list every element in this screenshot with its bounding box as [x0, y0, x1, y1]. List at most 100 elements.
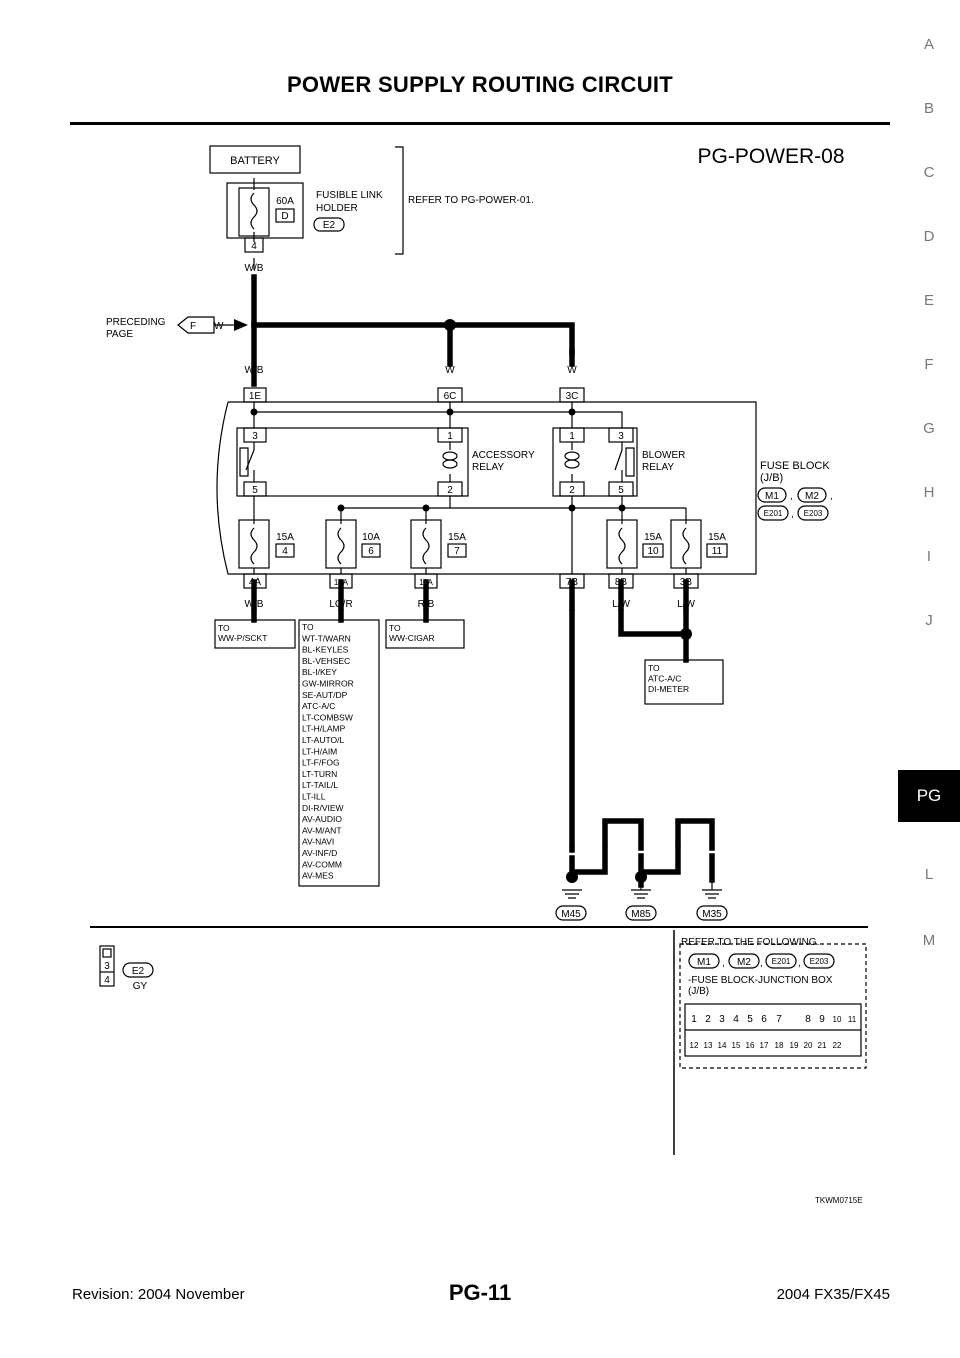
acc-pin-5-label: 5 — [252, 485, 258, 496]
fuse-4-num: 4 — [282, 546, 288, 557]
terminal-3b-label: 3B — [680, 577, 693, 588]
section-tab-d[interactable]: D — [923, 228, 935, 245]
section-tab-pg[interactable]: PG — [898, 770, 960, 822]
bus-dot-7 — [618, 504, 626, 512]
refer-bracket — [395, 146, 404, 255]
fusible-link-letter: D — [281, 211, 288, 222]
section-tab-j[interactable]: J — [925, 612, 933, 629]
wire-color-wb-top: W/B — [245, 263, 264, 274]
section-tab-m[interactable]: M — [922, 932, 936, 949]
jb-pin-top: 8 — [805, 1014, 811, 1025]
to-box-wt — [298, 619, 380, 887]
blw-contact — [571, 442, 635, 482]
fuse-11-amp: 15A — [708, 532, 726, 543]
to-box-line: AV-NAVI — [302, 837, 334, 847]
jb-pin-bottom: 21 — [818, 1041, 827, 1050]
ref-sep-1: , — [722, 958, 725, 969]
fuse-block-sep-1: , — [790, 491, 793, 502]
wire-color-4a: W/B — [245, 599, 264, 610]
fuse-num-10 — [642, 543, 664, 558]
fusible-link-label-1: FUSIBLE LINK — [316, 190, 383, 201]
jb-pin-top: 4 — [733, 1014, 739, 1025]
terminal-11a-label: 11A — [419, 578, 433, 587]
ref-m1-oval — [688, 953, 720, 969]
diagram-id: PG-POWER-08 — [697, 145, 844, 168]
ref-e201: E201 — [772, 957, 791, 966]
e2-connector-name: E2 — [132, 966, 145, 977]
junction-dot-lw — [680, 628, 692, 640]
wire-w-bus — [251, 322, 575, 355]
to-box-line: GW-MIRROR — [302, 679, 354, 689]
fuse-7 — [410, 519, 442, 569]
fuse-10-amp: 15A — [644, 532, 662, 543]
to-box-line: AV-MES — [302, 871, 334, 881]
section-tab-h[interactable]: H — [923, 484, 935, 501]
e2-connector-body — [99, 945, 115, 987]
to-box-line: AV-INF/D — [302, 848, 337, 858]
refer-following-title: REFER TO THE FOLLOWING. — [681, 937, 819, 948]
acc-pin-3 — [243, 427, 267, 443]
fusible-link-terminal: 4 — [251, 241, 257, 252]
e2-pin-4: 4 — [104, 975, 110, 986]
to-box-line: LT-ILL — [302, 792, 326, 802]
fuse-block-conn-e201: E201 — [764, 509, 783, 518]
to-box-line: BL-I/KEY — [302, 667, 337, 677]
to-box-line: TO — [302, 622, 314, 632]
terminal-1e — [243, 387, 267, 403]
to-box-line: TO — [389, 623, 401, 633]
fuse-4 — [238, 519, 270, 569]
acc-coil-1 — [442, 451, 458, 461]
terminal-12a — [329, 573, 353, 589]
fusible-link-holder — [226, 182, 304, 239]
fuse-block-outline — [216, 401, 757, 575]
section-tab-l[interactable]: L — [924, 866, 934, 883]
wire-lw-junction — [618, 609, 689, 663]
to-box-line: AV-M/ANT — [302, 825, 342, 835]
blower-relay-label-2: RELAY — [642, 462, 674, 473]
refer-following-line-2: (J/B) — [688, 986, 709, 997]
terminal-4-box — [244, 237, 264, 253]
preceding-marker-label: F — [190, 321, 196, 332]
doc-code: TKWM0715E — [815, 1196, 863, 1205]
terminal-8b — [608, 573, 634, 589]
to-box-line: SE-AUT/DP — [302, 690, 348, 700]
preceding-wire-label: W — [214, 321, 224, 332]
to-box-line: WW-P/SCKT — [218, 633, 267, 643]
blw-pin-2-label: 2 — [569, 485, 575, 496]
jb-pin-bottom: 22 — [833, 1041, 842, 1050]
fusible-link-connector: E2 — [323, 220, 336, 231]
fuse-7-num: 7 — [454, 546, 460, 557]
fuse-6 — [325, 519, 357, 569]
terminal-4a-label: 4A — [249, 577, 262, 588]
jb-pin-top: 9 — [819, 1014, 825, 1025]
blw-pin-3 — [608, 427, 634, 443]
section-tab-e[interactable]: E — [923, 292, 934, 309]
terminal-7b-label: 7B — [566, 577, 579, 588]
wire-color-11a: R/B — [418, 599, 435, 610]
bus-dot-1 — [250, 408, 258, 416]
section-tab-c[interactable]: C — [923, 164, 935, 181]
jb-pin-bottom: 20 — [804, 1041, 813, 1050]
blw-coil-1 — [564, 451, 580, 461]
acc-pin-1-label: 1 — [447, 431, 453, 442]
section-tab-b[interactable]: B — [923, 100, 934, 117]
section-tab-g[interactable]: G — [923, 420, 935, 437]
section-tab-a[interactable]: A — [923, 36, 934, 53]
blw-pin-5 — [608, 481, 634, 497]
blw-pin-5-label: 5 — [618, 485, 624, 496]
to-box-line: TO — [648, 663, 660, 673]
section-tab-i[interactable]: I — [926, 548, 932, 565]
preceding-line-1: PRECEDING — [106, 317, 166, 328]
bus-dot-6 — [568, 504, 576, 512]
wire-color-12a: LG/R — [329, 599, 352, 610]
to-box-line: BL-VEHSEC — [302, 656, 350, 666]
page-number: PG-11 — [448, 1280, 512, 1305]
fuse-num-7 — [447, 543, 467, 558]
ground-m85-oval — [625, 905, 657, 921]
wire-color-w-3c: W — [567, 365, 577, 376]
wire-fuse-outputs — [251, 579, 689, 611]
ref-sep-2: , — [760, 958, 763, 969]
section-tab-f[interactable]: F — [924, 356, 934, 373]
